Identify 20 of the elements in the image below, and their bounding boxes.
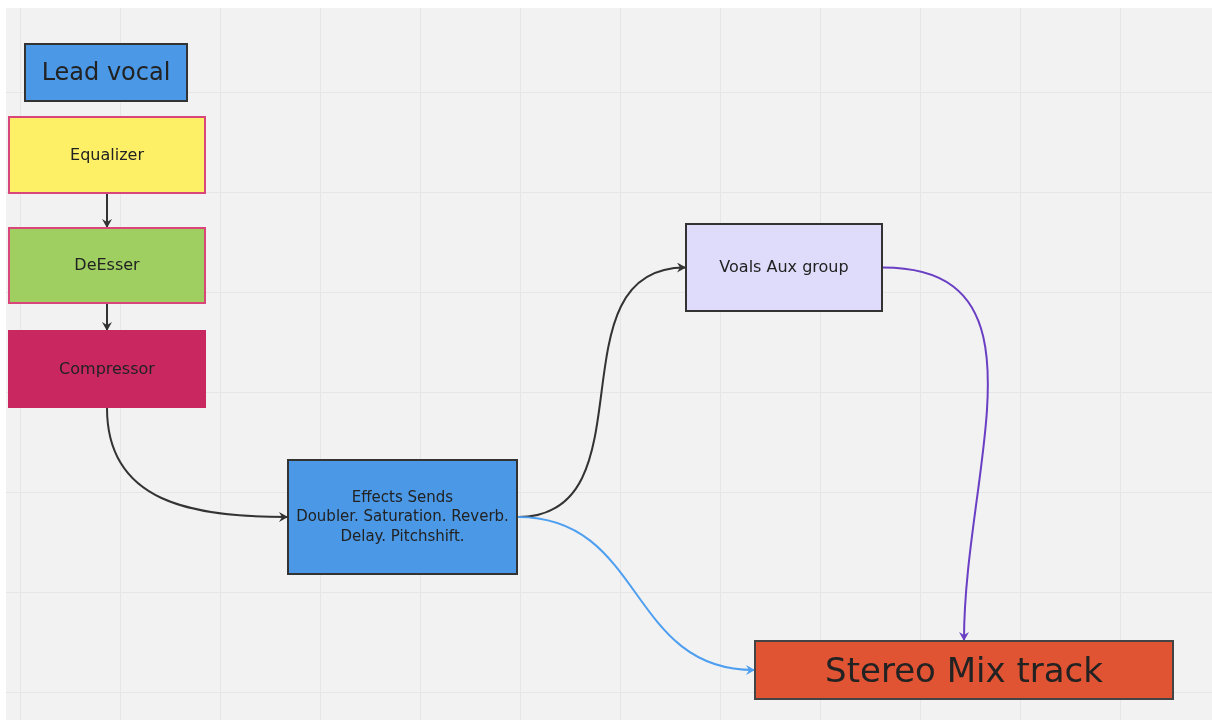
- box-label: Voals Aux group: [719, 257, 849, 278]
- arrow: [517, 516, 755, 675]
- box-heading: Effects Sends: [351, 487, 454, 508]
- process-box: [8, 116, 206, 194]
- box-text: Doubler. Saturation. Reverb. Delay. Pitchshift.: [295, 507, 510, 547]
- process-box: [287, 459, 518, 575]
- process-box: [8, 227, 206, 304]
- source-box: [24, 43, 188, 102]
- arrow: [882, 266, 989, 641]
- output-box: [754, 640, 1174, 700]
- box-label: Stereo Mix track: [825, 648, 1103, 692]
- arrow: [102, 193, 112, 228]
- box-label: Lead vocal: [41, 56, 171, 88]
- process-box: [8, 330, 206, 408]
- box-label: Equalizer: [70, 144, 144, 166]
- box-label: Compressor: [59, 358, 155, 380]
- arrow: [106, 407, 288, 522]
- group-box: [685, 223, 883, 312]
- arrow: [102, 303, 112, 331]
- box-label: DeEsser: [74, 255, 140, 276]
